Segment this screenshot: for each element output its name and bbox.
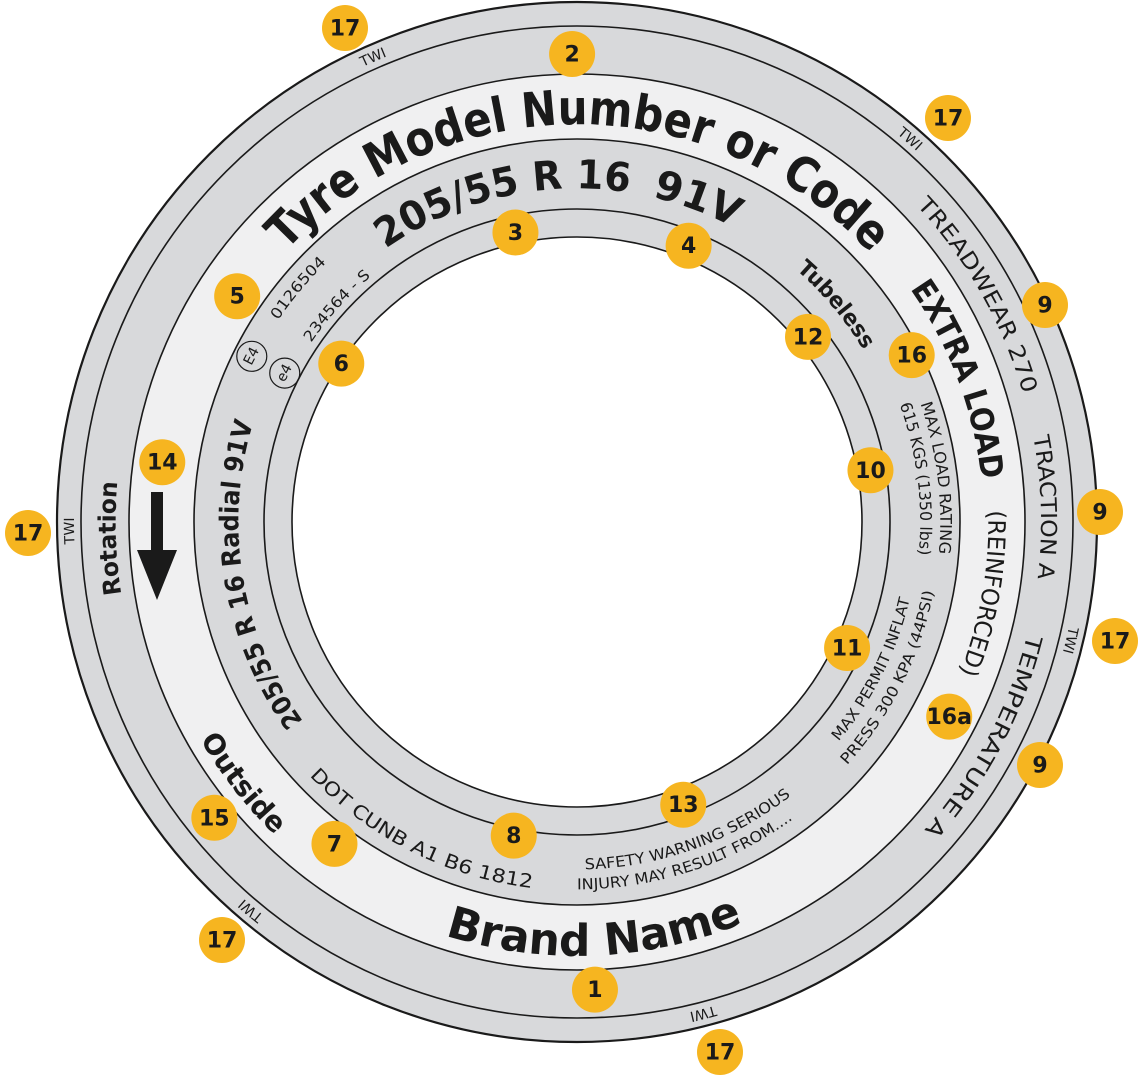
- callout-badge-9: 9: [1017, 742, 1063, 788]
- callout-badge-number: 14: [147, 451, 178, 476]
- callout-badge-4: 4: [665, 222, 712, 269]
- callout-badge-17: 17: [1092, 618, 1138, 664]
- callout-badge-number: 15: [199, 806, 230, 831]
- callout-badge-number: 10: [855, 459, 886, 484]
- callout-badge-number: 17: [933, 107, 964, 132]
- callout-badge-7: 7: [311, 820, 358, 867]
- callout-badge-16a: 16a: [926, 693, 973, 740]
- twi-marker-text: TWI: [62, 517, 79, 545]
- small-e-mark-badge-text: e4: [274, 362, 296, 385]
- callout-badge-15: 15: [191, 794, 238, 841]
- callout-badge-14: 14: [139, 439, 186, 486]
- rotation-label-text: Rotation: [94, 480, 128, 597]
- callout-badge-number: 16a: [926, 705, 971, 730]
- callout-badge-17: 17: [697, 1029, 743, 1075]
- twi-marker: TWI: [688, 1002, 719, 1024]
- callout-badge-12: 12: [785, 313, 832, 360]
- callout-badge-3: 3: [492, 209, 539, 256]
- callout-badge-9: 9: [1077, 489, 1123, 535]
- callout-badge-number: 9: [1037, 294, 1052, 319]
- callout-badge-number: 17: [207, 929, 238, 954]
- callout-badge-10: 10: [847, 447, 894, 494]
- callout-badge-6: 6: [318, 340, 365, 387]
- callout-badge-13: 13: [660, 781, 707, 828]
- callout-badge-number: 6: [334, 352, 349, 377]
- callout-badge-number: 9: [1032, 754, 1047, 779]
- twi-marker-text: TWI: [688, 1002, 719, 1024]
- callout-badge-9: 9: [1022, 282, 1068, 328]
- callout-badge-number: 9: [1092, 501, 1107, 526]
- callout-badge-number: 2: [564, 43, 579, 68]
- sidewall-rings: [55, 0, 1099, 1044]
- callout-badge-17: 17: [199, 917, 245, 963]
- twi-marker-text: TWI: [1059, 625, 1081, 656]
- callout-badge-number: 17: [13, 522, 44, 547]
- e-mark-badge: E4: [236, 340, 268, 372]
- callout-badge-number: 16: [896, 344, 927, 369]
- callout-badge-11: 11: [824, 624, 871, 671]
- rim-hole: [291, 236, 863, 808]
- callout-badge-number: 5: [230, 285, 245, 310]
- callout-badge-2: 2: [549, 31, 596, 78]
- twi-marker: TWI: [1059, 625, 1081, 656]
- callout-badge-17: 17: [5, 510, 51, 556]
- rotation-label: Rotation: [94, 480, 128, 597]
- callout-badge-number: 4: [681, 234, 696, 259]
- callout-badge-number: 12: [793, 325, 824, 350]
- callout-badges: 17 2 17 3 4 5 6 12 16 9 10 14 17 9 17 11 16a 9 15 7 8 13 17 1 17: [5, 5, 1138, 1075]
- callout-badge-number: 8: [506, 824, 521, 849]
- small-e-mark-badge: e4: [269, 357, 301, 389]
- callout-badge-17: 17: [322, 5, 368, 51]
- callout-badge-number: 11: [832, 636, 863, 661]
- twi-marker: TWI: [62, 517, 79, 545]
- callout-badge-number: 17: [1100, 630, 1131, 655]
- callout-badge-number: 3: [508, 221, 523, 246]
- callout-badge-16: 16: [888, 332, 935, 379]
- callout-badge-number: 7: [327, 832, 342, 857]
- callout-badge-number: 13: [668, 793, 699, 818]
- callout-badge-number: 17: [330, 17, 361, 42]
- callout-badge-8: 8: [490, 812, 537, 859]
- callout-badge-number: 17: [705, 1041, 736, 1066]
- callout-badge-number: 1: [587, 978, 602, 1003]
- callout-badge-17: 17: [925, 95, 971, 141]
- arrow-down-icon: [137, 492, 177, 600]
- e-mark-badge-text: E4: [241, 345, 263, 368]
- callout-badge-1: 1: [571, 966, 618, 1013]
- callout-badge-5: 5: [214, 273, 261, 320]
